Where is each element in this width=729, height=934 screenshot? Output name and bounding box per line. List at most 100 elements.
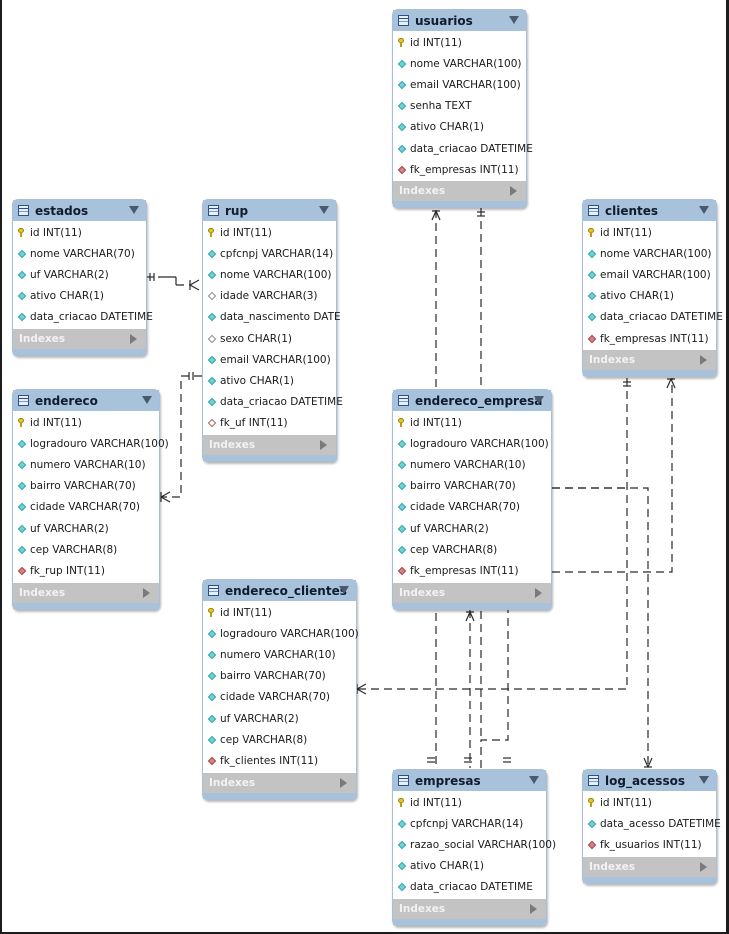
column-row[interactable]: ativo CHAR(1) [13, 286, 146, 307]
column-row[interactable]: fk_usuarios INT(11) [583, 834, 716, 855]
expand-indexes-icon[interactable] [340, 777, 347, 788]
column-row[interactable]: senha TEXT [393, 96, 526, 117]
column-row[interactable]: nome VARCHAR(100) [203, 264, 336, 285]
table-menu-dropdown-icon[interactable] [699, 206, 709, 214]
column-row[interactable]: data_criacao DATETIME [393, 138, 533, 159]
column-row[interactable]: data_criacao DATETIME [13, 307, 153, 328]
expand-indexes-icon[interactable] [130, 333, 137, 344]
column-row[interactable]: cidade VARCHAR(70) [393, 497, 551, 518]
table-header[interactable]: log_acessos [583, 770, 716, 791]
column-row[interactable]: logradouro VARCHAR(100) [203, 623, 359, 644]
indexes-section[interactable]: Indexes [13, 582, 159, 603]
column-row[interactable]: numero VARCHAR(10) [203, 644, 356, 665]
column-row[interactable]: id INT(11) [583, 792, 716, 813]
expand-indexes-icon[interactable] [143, 587, 150, 598]
column-row[interactable]: cep VARCHAR(8) [203, 729, 356, 750]
column-row[interactable]: ativo CHAR(1) [393, 117, 526, 138]
column-row[interactable]: id INT(11) [13, 412, 159, 433]
indexes-section[interactable]: Indexes [203, 772, 356, 793]
expand-indexes-icon[interactable] [320, 439, 327, 450]
table-header[interactable]: clientes [583, 200, 716, 221]
indexes-section[interactable]: Indexes [13, 328, 146, 349]
table-menu-dropdown-icon[interactable] [142, 396, 152, 404]
column-row[interactable]: uf VARCHAR(2) [393, 518, 551, 539]
column-row[interactable]: logradouro VARCHAR(100) [13, 433, 169, 454]
expand-indexes-icon[interactable] [535, 587, 542, 598]
table-header[interactable]: endereco [13, 390, 159, 411]
column-row[interactable]: email VARCHAR(100) [393, 74, 526, 95]
table-menu-dropdown-icon[interactable] [509, 16, 519, 24]
column-row[interactable]: cep VARCHAR(8) [393, 539, 551, 560]
column-row[interactable]: email VARCHAR(100) [583, 264, 716, 285]
column-row[interactable]: nome VARCHAR(70) [13, 243, 146, 264]
column-row[interactable]: ativo CHAR(1) [583, 286, 716, 307]
table-menu-dropdown-icon[interactable] [319, 206, 329, 214]
column-row[interactable]: data_nascimento DATE [203, 307, 341, 328]
column-row[interactable]: data_criacao DATETIME [203, 392, 343, 413]
column-row[interactable]: ativo CHAR(1) [203, 370, 336, 391]
expand-indexes-icon[interactable] [510, 186, 517, 197]
column-row[interactable]: id INT(11) [393, 792, 546, 813]
table-header[interactable]: endereco_clientes [203, 580, 356, 601]
indexes-section[interactable]: Indexes [393, 582, 551, 603]
column-row[interactable]: fk_uf INT(11) [203, 413, 336, 434]
column-row[interactable]: bairro VARCHAR(70) [203, 666, 356, 687]
column-row[interactable]: sexo CHAR(1) [203, 328, 336, 349]
column-row[interactable]: nome VARCHAR(100) [393, 53, 526, 74]
column-row[interactable]: cpfcnpj VARCHAR(14) [203, 243, 336, 264]
column-row[interactable]: fk_clientes INT(11) [203, 750, 356, 771]
column-row[interactable]: numero VARCHAR(10) [393, 454, 551, 475]
column-row[interactable]: nome VARCHAR(100) [583, 243, 716, 264]
column-row[interactable]: fk_empresas INT(11) [583, 328, 716, 349]
column-row[interactable]: logradouro VARCHAR(100) [393, 433, 551, 454]
table-menu-dropdown-icon[interactable] [129, 206, 139, 214]
column-row[interactable]: id INT(11) [13, 222, 146, 243]
column-row[interactable]: fk_empresas INT(11) [393, 159, 526, 180]
table-header[interactable]: rup [203, 200, 336, 221]
column-row[interactable]: idade VARCHAR(3) [203, 286, 336, 307]
table-header[interactable]: estados [13, 200, 146, 221]
column-row[interactable]: cpfcnpj VARCHAR(14) [393, 813, 546, 834]
indexes-section[interactable]: Indexes [393, 898, 546, 919]
table-menu-dropdown-icon[interactable] [534, 396, 544, 404]
column-row[interactable]: fk_empresas INT(11) [393, 560, 551, 581]
column-row[interactable]: uf VARCHAR(2) [203, 708, 356, 729]
indexes-section[interactable]: Indexes [583, 856, 716, 877]
indexes-section[interactable]: Indexes [583, 350, 716, 371]
table-menu-dropdown-icon[interactable] [699, 776, 709, 784]
expand-indexes-icon[interactable] [700, 861, 707, 872]
table-header[interactable]: empresas [393, 770, 546, 791]
column-row[interactable]: uf VARCHAR(2) [13, 518, 159, 539]
expand-indexes-icon[interactable] [700, 355, 707, 366]
column-row[interactable]: id INT(11) [393, 412, 551, 433]
table-menu-dropdown-icon[interactable] [529, 776, 539, 784]
indexes-section[interactable]: Indexes [393, 181, 526, 202]
column-row[interactable]: cidade VARCHAR(70) [13, 497, 159, 518]
table-header[interactable]: usuarios [393, 10, 526, 31]
column-row[interactable]: ativo CHAR(1) [393, 856, 546, 877]
column-row[interactable]: email VARCHAR(100) [203, 349, 336, 370]
column-row[interactable]: bairro VARCHAR(70) [393, 476, 551, 497]
column-row[interactable]: razao_social VARCHAR(100) [393, 834, 556, 855]
column-row[interactable]: cep VARCHAR(8) [13, 539, 159, 560]
table-header[interactable]: endereco_empresa [393, 390, 551, 411]
column-row[interactable]: numero VARCHAR(10) [13, 454, 159, 475]
table-menu-dropdown-icon[interactable] [339, 586, 349, 594]
column-row[interactable]: id INT(11) [203, 222, 336, 243]
column-row[interactable]: uf VARCHAR(2) [13, 264, 146, 285]
column-row[interactable]: cidade VARCHAR(70) [203, 687, 356, 708]
column-row[interactable]: bairro VARCHAR(70) [13, 476, 159, 497]
column-row[interactable]: id INT(11) [583, 222, 716, 243]
column-row[interactable]: id INT(11) [393, 32, 526, 53]
column-row[interactable]: id INT(11) [203, 602, 356, 623]
expand-indexes-icon[interactable] [530, 903, 537, 914]
